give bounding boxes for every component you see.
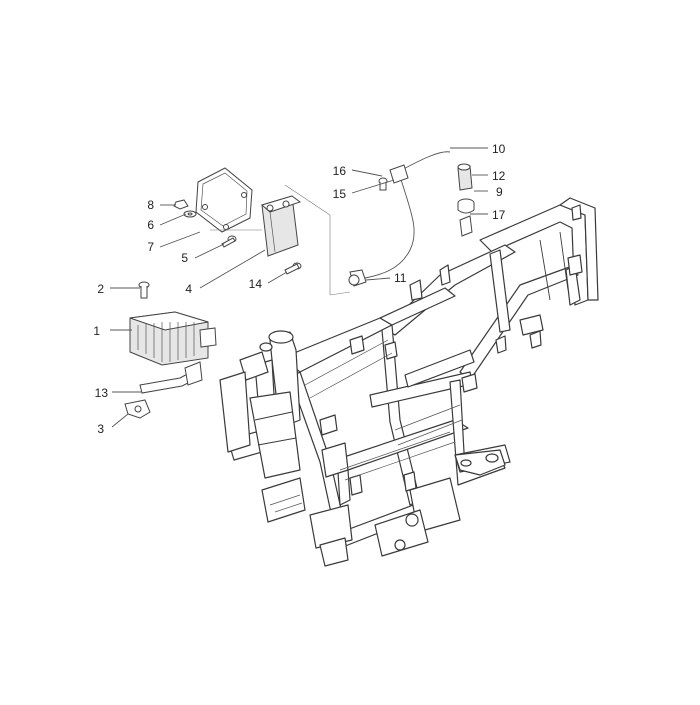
callout-5: 5 (181, 251, 188, 265)
scooter-frame (219, 197, 599, 567)
screw-14 (284, 262, 302, 275)
callout-6: 6 (147, 218, 154, 232)
washer-6 (183, 210, 197, 218)
fitting-12 (457, 163, 473, 191)
speedometer-cable (348, 151, 451, 287)
callout-3: 3 (97, 422, 104, 436)
callout-16: 16 (333, 164, 347, 178)
callout-15: 15 (333, 187, 347, 201)
nut-8 (173, 199, 189, 210)
callout-labels: 1 2 3 4 5 6 7 8 9 10 11 12 13 14 15 16 1… (93, 142, 505, 436)
callout-7: 7 (147, 240, 154, 254)
voltage-regulator (129, 311, 217, 366)
bracket-15 (389, 164, 409, 184)
callout-8: 8 (147, 198, 154, 212)
module-4 (260, 195, 302, 257)
callout-13: 13 (95, 386, 109, 400)
bracket-13 (139, 361, 203, 394)
ring-9 (457, 198, 475, 214)
callout-1: 1 (93, 324, 100, 338)
callout-2: 2 (97, 282, 104, 296)
callout-11: 11 (394, 271, 407, 285)
cover-plate-7 (195, 167, 253, 233)
callout-12: 12 (492, 169, 506, 183)
screw-5 (221, 235, 237, 248)
callout-17: 17 (492, 208, 506, 222)
callout-10: 10 (492, 142, 506, 156)
callout-4: 4 (185, 282, 192, 296)
screw-2 (138, 281, 150, 299)
clamp-3 (124, 399, 151, 419)
leader-lines (110, 147, 488, 428)
callout-9: 9 (496, 185, 503, 199)
callout-14: 14 (249, 277, 263, 291)
pin-17 (459, 215, 473, 237)
